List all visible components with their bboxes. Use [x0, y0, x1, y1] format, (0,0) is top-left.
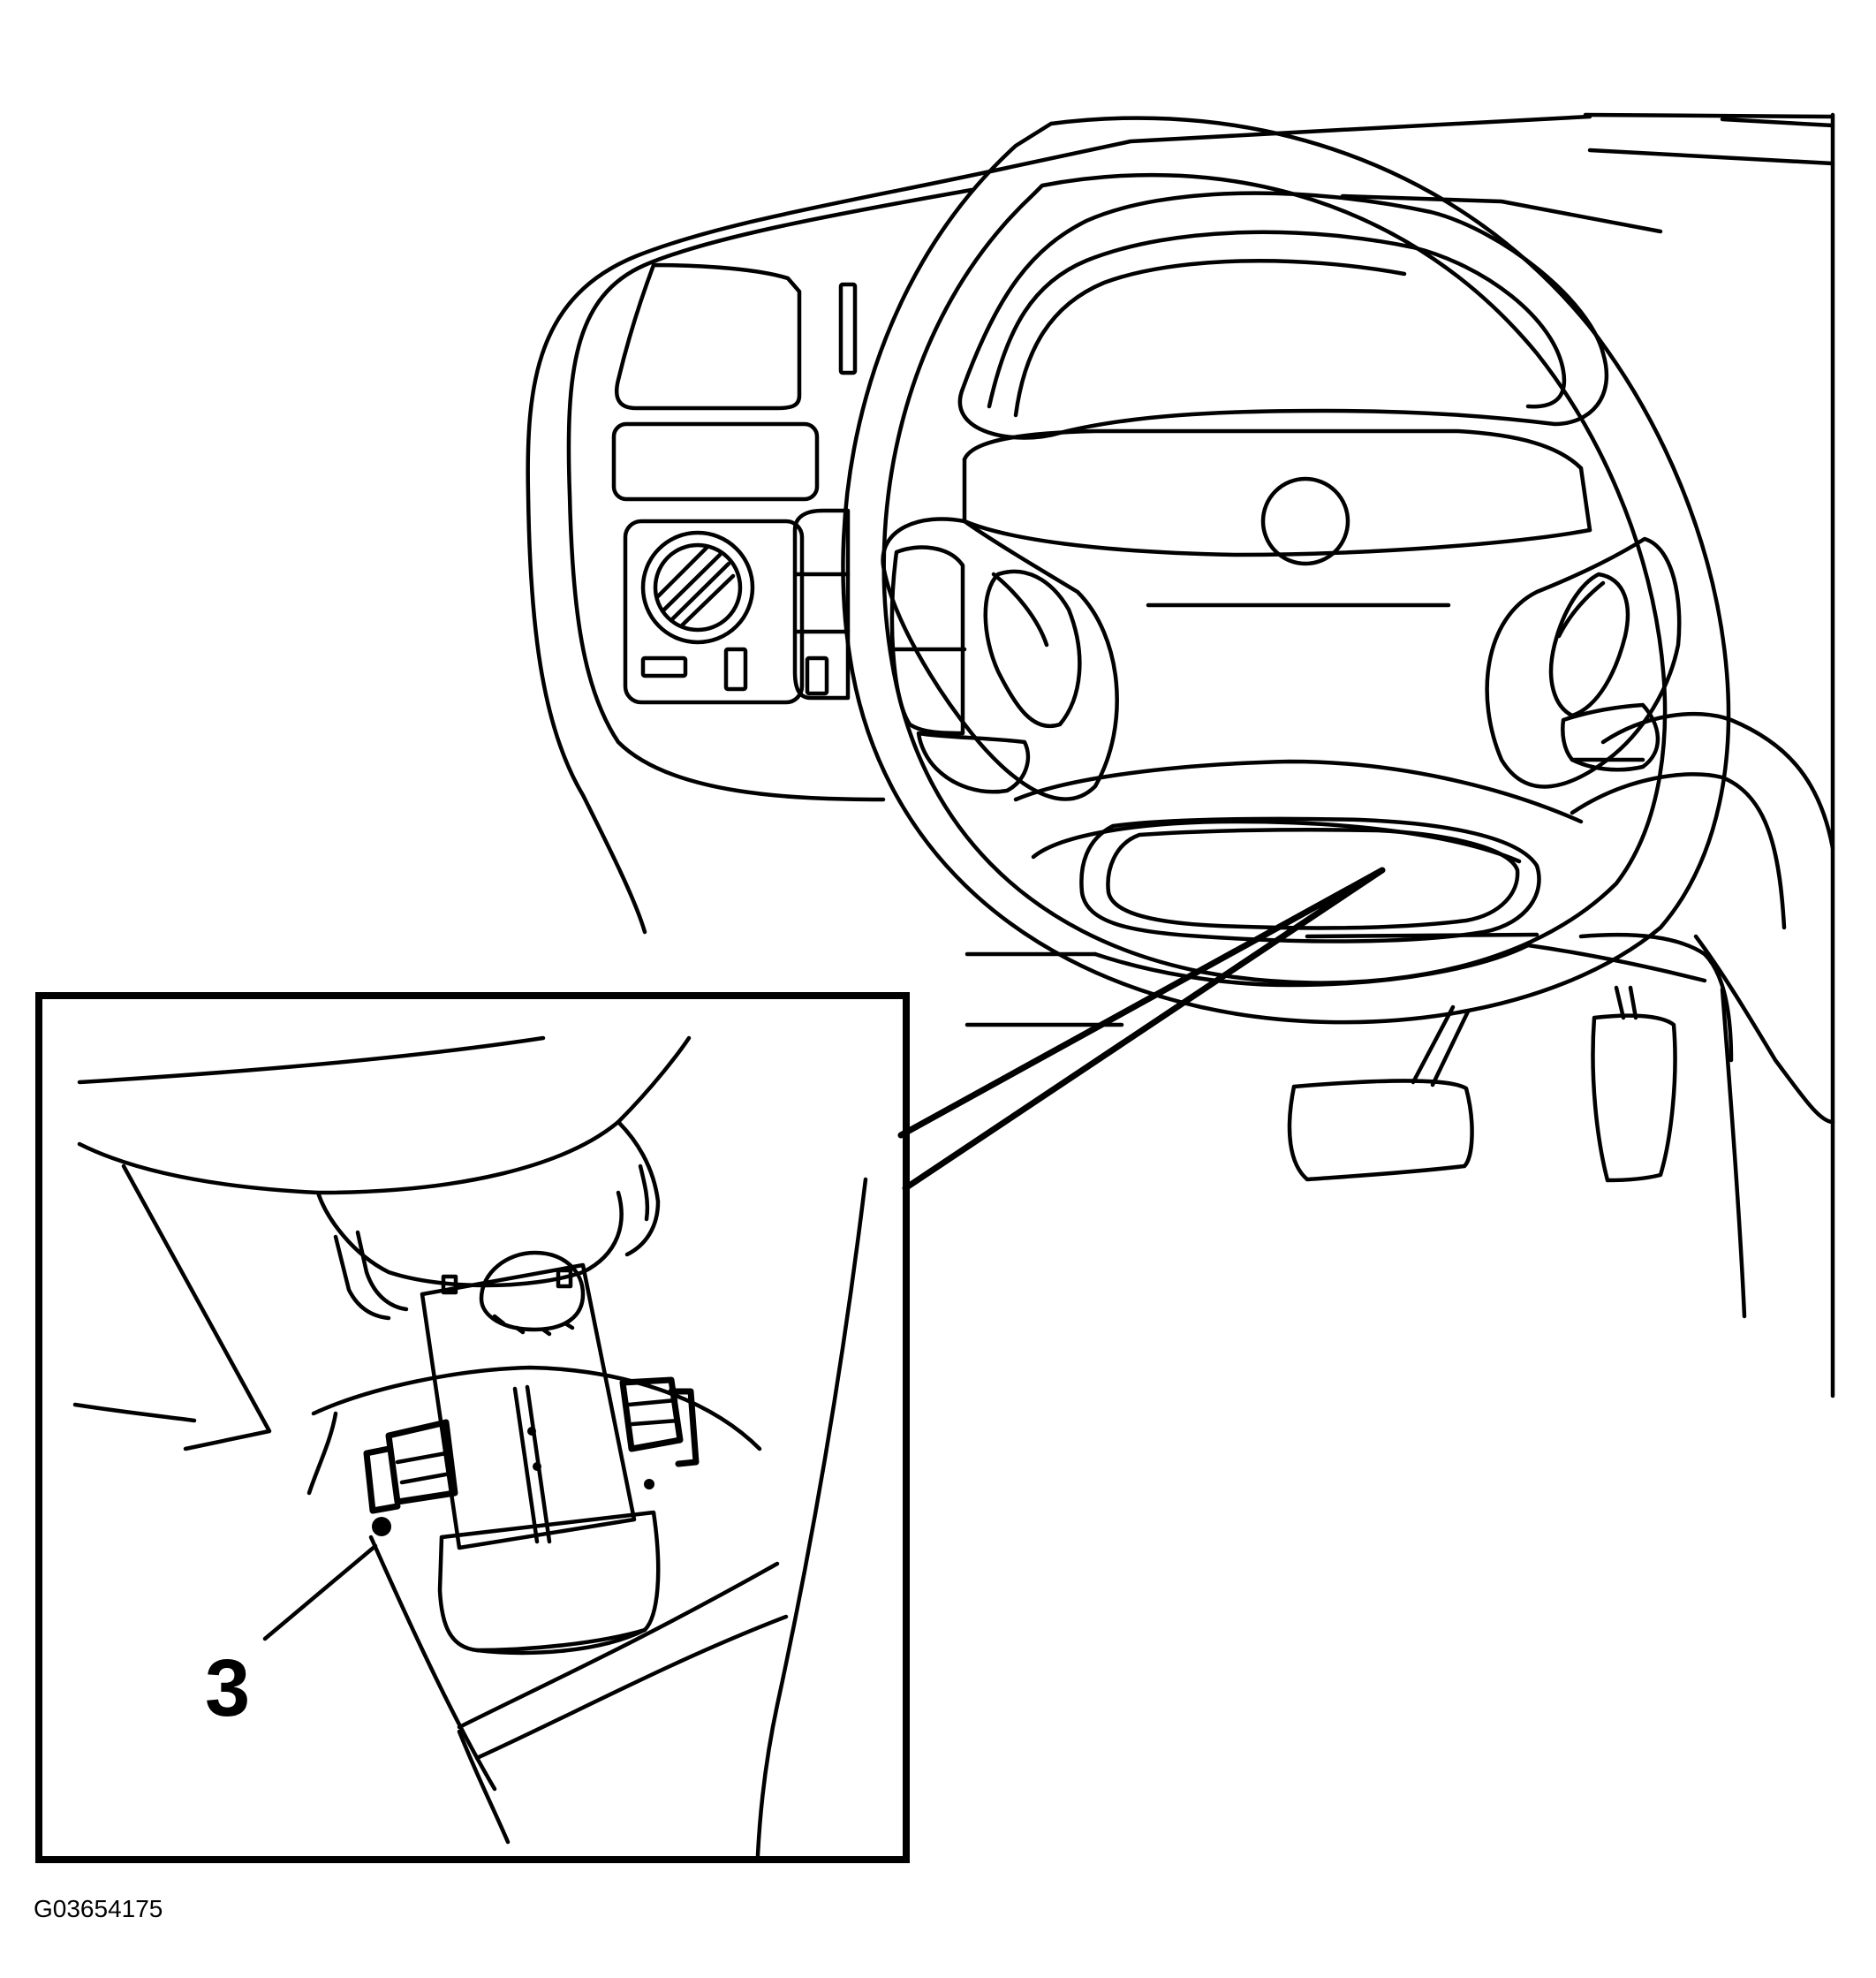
magnification-leader — [897, 867, 1386, 1192]
figure-id-label: G03654175 — [34, 1895, 163, 1922]
connector-right — [619, 1376, 700, 1489]
connector-left — [363, 1419, 458, 1514]
marker-dot — [527, 1427, 536, 1436]
detail-inset: 3 — [35, 992, 910, 1863]
connector-3-marker — [372, 1517, 391, 1536]
instrument-fascia — [526, 165, 1010, 935]
dashboard-top-edge — [1004, 112, 1835, 1398]
radio-panel — [611, 421, 820, 502]
pedals — [1287, 985, 1677, 1183]
steering-column-shroud — [964, 711, 1835, 1319]
dashboard-view — [526, 112, 1835, 1398]
inset-frame — [35, 992, 910, 1863]
light-switch-panel — [623, 519, 805, 705]
air-vent-left — [614, 262, 858, 411]
marker-dot — [533, 1462, 541, 1471]
callout-3-leader — [262, 1543, 378, 1641]
centre-switch-stack — [792, 508, 851, 701]
horn-emblem — [1260, 476, 1350, 566]
callout-3-label: 3 — [205, 1643, 250, 1733]
steering-wheel — [841, 116, 1731, 1025]
